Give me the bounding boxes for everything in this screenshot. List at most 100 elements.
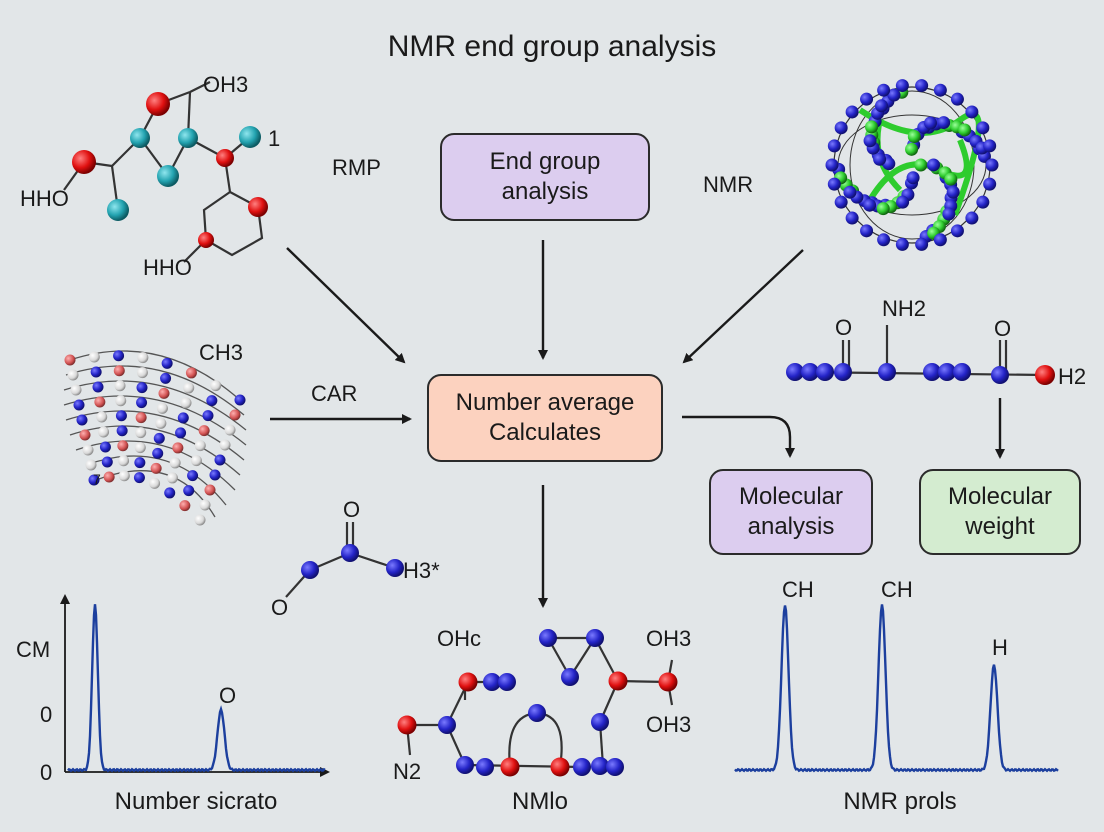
helix-atom [190,455,202,467]
helix-atom [199,499,211,511]
helix-atom [76,414,88,426]
helix-atom [229,409,241,421]
helix-atom [194,440,206,452]
helix-atom [133,472,145,484]
bottom-molecule-atom [608,671,628,691]
top-left-molecule-atoms [72,92,268,248]
helix-atom [115,410,127,422]
bottom-molecule-atom [476,758,494,776]
bottom-molecule-atom [500,757,520,777]
small-molecule-atom [341,544,359,562]
bottom-molecule-atom [456,756,474,774]
number-average-line2: Calculates [488,419,602,446]
small-h3-label: H3* [403,558,440,583]
protein-atom [877,233,891,247]
protein-atom [827,177,841,191]
protein-atom [983,139,997,153]
helix-atom [137,352,149,364]
chain-atom [816,363,834,381]
helix-atom [198,425,210,437]
helix-atom [98,426,110,438]
bottom-molecule-atom [498,673,516,691]
helix-atom [183,382,195,394]
helix-atom [166,472,178,484]
protein-atom [877,83,891,97]
protein-atom [976,121,990,135]
helix-atom [187,470,199,482]
right-spectrum-peak-label-1: CH [782,577,814,602]
helix-atom [79,429,91,441]
nh2-label: NH2 [882,296,927,321]
protein-atom [834,121,848,135]
helix-atom [172,442,184,454]
protein-atom [965,105,979,119]
bottom-molecule-atom [586,629,604,647]
helix-atom [116,425,128,437]
molecular-weight-line1: Molecular [947,483,1053,510]
protein-atom [985,158,999,172]
car-label: CAR [311,381,358,406]
hho-left-label: HHO [20,186,69,211]
bottom-molecule-atom [483,673,501,691]
protein-atom [827,139,841,153]
left-spectrum-y-label-0b: 0 [40,760,53,785]
helix-atom [115,395,127,407]
left-spectrum-axes [60,594,330,777]
one-label: 1 [268,126,281,151]
small-molecule-atom [301,561,319,579]
center-caption: NMlo [511,788,568,815]
molecular-weight-line2: weight [965,513,1035,540]
helix-atom [175,427,187,439]
arrow-molecule-to-number-average [286,247,406,364]
helix-atom [150,462,162,474]
helix-atom [180,397,192,409]
helix-atom [177,412,189,424]
protein-atom [845,211,859,225]
right-spectrum-peak-label-3: H [992,635,1008,660]
hho-bottom-label: HHO [143,255,192,280]
nmr-label: NMR [703,172,754,197]
protein-atom [924,116,938,130]
bottom-molecule-atom [591,757,609,775]
helix-structure-icon [63,350,247,518]
protein-atom [946,185,960,199]
protein-atom [895,79,909,93]
diagram-title: NMR end group analysis [387,30,717,63]
helix-atom [114,380,126,392]
helix-atom [113,365,125,377]
helix-atom [161,357,173,369]
helix-atom [234,394,246,406]
helix-atom [90,366,102,378]
helix-atom [202,410,214,422]
bottom-molecule-atom [561,668,579,686]
helix-atom [96,411,108,423]
helix-atom [92,381,104,393]
protein-atom [915,79,929,93]
protein-atom [927,158,941,172]
small-o-top-label: O [343,497,361,522]
chain-o-left-label: O [835,315,853,340]
bottom-molecule-atom [528,704,546,722]
chain-atom [991,366,1009,384]
protein-atom [887,88,901,102]
helix-atom [85,459,97,471]
ohc-label: OHc [437,626,481,651]
helix-atom [103,471,115,483]
molecular-weight-box: Molecular weight [919,469,1081,555]
protein-atom [863,198,877,212]
protein-atom [874,99,888,113]
protein-atom [873,152,887,166]
helix-atom [206,395,218,407]
protein-atom [905,142,919,156]
protein-atom [933,83,947,97]
protein-atom [950,92,964,106]
right-spectrum-peak-label-2: CH [881,577,913,602]
left-spectrum-caption: Number sicrato [114,788,278,815]
left-spectrum-y-label-cm: CM [16,637,51,662]
protein-atom [976,195,990,209]
bottom-molecule-atom [397,715,417,735]
